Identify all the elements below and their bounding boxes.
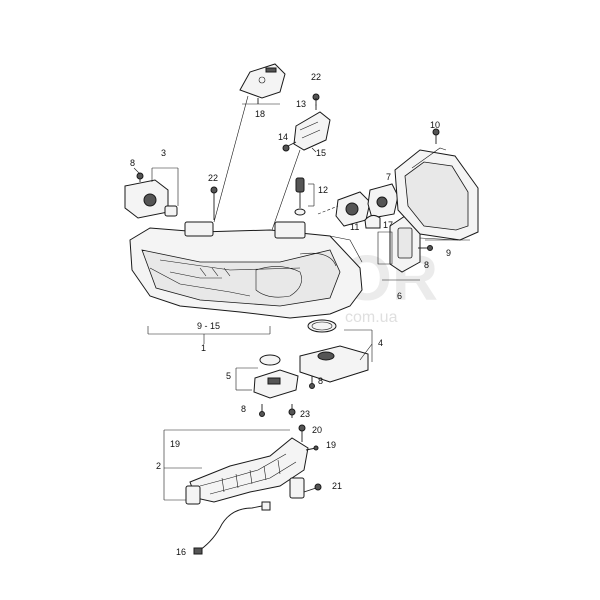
callout-8-left: 8 [130,158,135,168]
screw-20 [298,424,306,442]
callout-6: 6 [397,291,402,301]
callout-9: 9 [446,248,451,258]
headlamp-housing [129,221,363,319]
cover-6 [377,213,421,273]
screw-22-left [210,186,218,220]
callout-8-ballast: 8 [318,376,323,386]
callout-11: 11 [350,222,359,232]
callout-10: 10 [430,120,440,130]
screw-21 [303,483,322,493]
cap-17 [364,214,381,229]
callout-16: 16 [176,547,186,557]
callout-22-top: 22 [311,72,321,82]
sensor-cable-16 [193,501,271,555]
callout-14: 14 [278,132,288,142]
callout-21: 21 [332,481,342,491]
callout-23: 23 [300,409,310,419]
callout-18: 18 [255,109,265,119]
callout-17: 17 [383,220,393,230]
actuator-7 [367,183,399,219]
screw-23 [288,404,296,418]
cover-9 [394,147,479,241]
callout-19-left: 19 [170,439,180,449]
adjuster-12 [294,177,315,216]
callout-9-15: 9 - 15 [197,321,220,331]
callout-19-right: 19 [326,440,336,450]
watermark-domain: com.ua [345,309,398,326]
callout-15: 15 [316,148,326,158]
ring-5 [259,354,281,366]
callout-20: 20 [312,425,322,435]
screw-10 [432,128,440,144]
callout-2: 2 [156,461,161,471]
ring-4 [307,319,337,333]
holder-13 [293,111,331,151]
callout-13: 13 [296,99,306,109]
callout-8-right: 8 [424,260,429,270]
callout-12: 12 [318,185,328,195]
callout-8-mid: 8 [241,404,246,414]
callout-5: 5 [226,371,231,381]
module-5 [253,369,299,399]
control-module-3 [124,179,178,219]
motor-11 [335,191,371,227]
callout-4: 4 [378,338,383,348]
callout-3: 3 [161,148,166,158]
ballast-4 [299,345,369,383]
mounting-bracket-18 [239,63,286,99]
callout-1: 1 [201,343,206,353]
bracket-19 [185,437,309,505]
callout-22-left: 22 [208,173,218,183]
callout-7: 7 [386,172,391,182]
